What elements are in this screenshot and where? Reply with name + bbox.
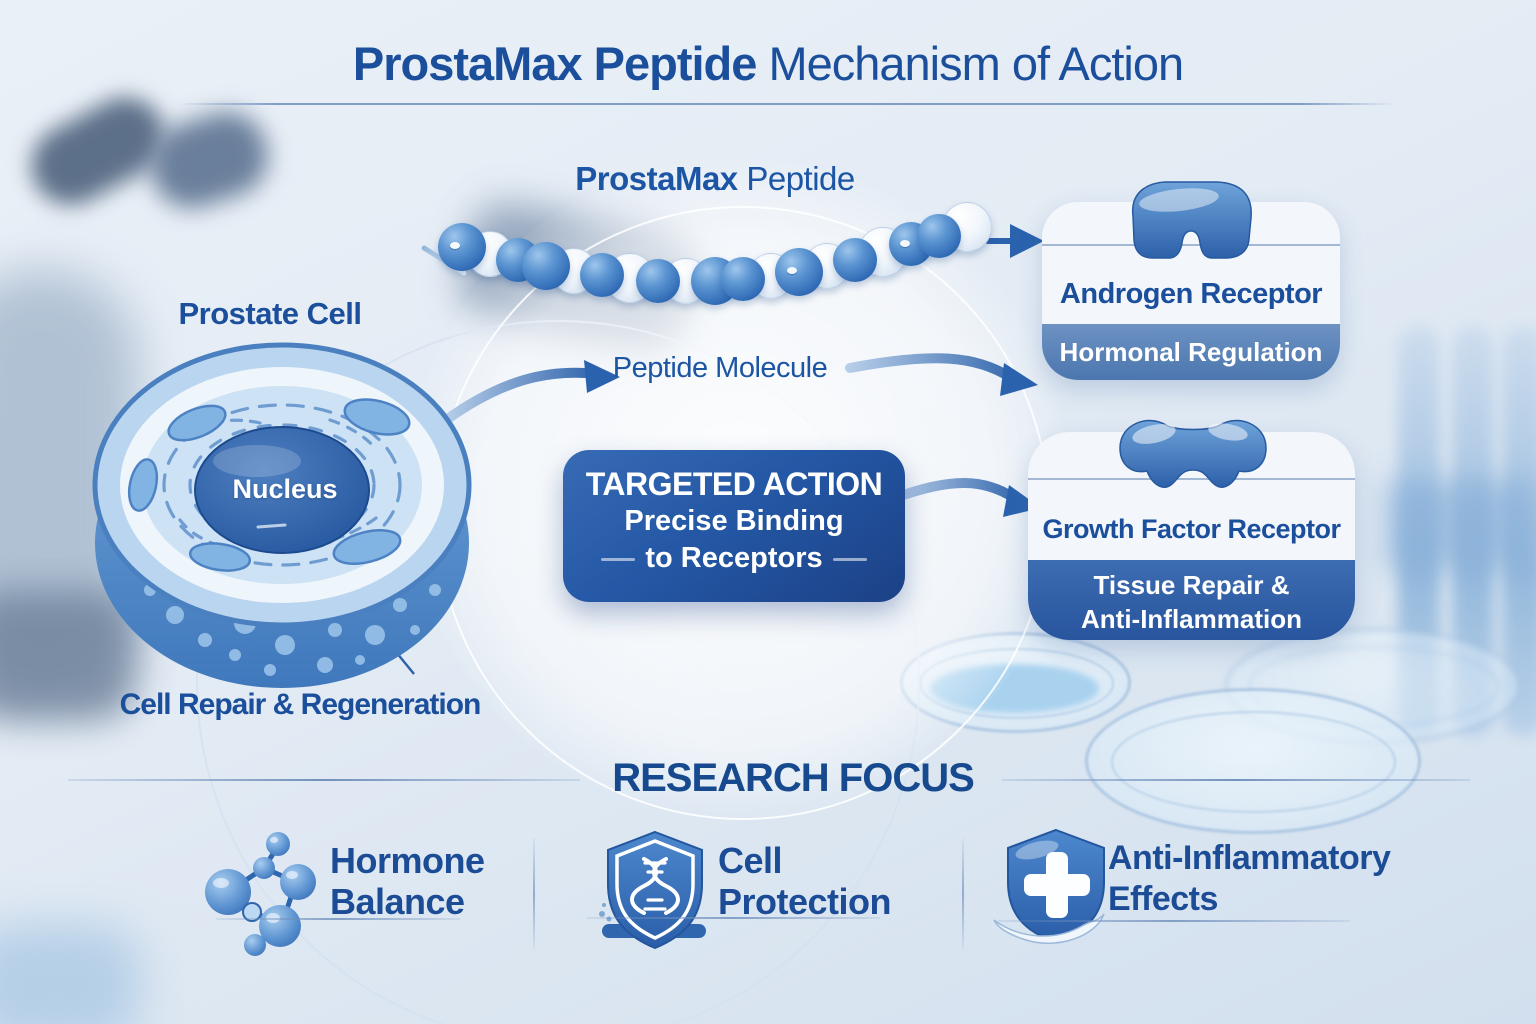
dash-decoration	[601, 557, 636, 561]
peptide-bead	[832, 237, 877, 282]
petri-dish	[1085, 688, 1421, 834]
page-title-rest: Mechanism of Action	[756, 37, 1184, 90]
peptide-chain-label: ProstaMax Peptide	[455, 160, 975, 198]
dash-decoration	[832, 557, 867, 561]
peptide-molecule-label: Peptide Molecule	[612, 352, 828, 384]
hormone-line2: Balance	[330, 881, 465, 922]
antiinflammatory-line2: Effects	[1108, 880, 1218, 918]
dna-helix	[630, 857, 680, 915]
growth-factor-receptor-title: Growth Factor Receptor	[1042, 514, 1341, 544]
peptide-chain-label-bold: ProstaMax	[575, 160, 738, 197]
prostate-cell-label: Prostate Cell	[178, 296, 362, 331]
research-item-anti-inflammatory: Anti-Inflammatory Effects	[1108, 838, 1391, 920]
swoosh	[993, 913, 1105, 944]
cell-repair-caption: Cell Repair & Regeneration	[119, 688, 482, 721]
peptide-bead	[636, 258, 681, 303]
vertical-divider	[533, 838, 535, 950]
androgen-receptor-card: Androgen Receptor Hormonal Regulation	[1042, 202, 1340, 380]
hormone-line1: Hormone	[330, 840, 485, 881]
research-focus-heading: RESEARCH FOCUS	[612, 756, 975, 800]
peptide-bead	[438, 223, 486, 271]
targeted-action-title: TARGETED ACTION	[585, 466, 883, 502]
protection-line2: Protection	[718, 881, 892, 922]
cell-nucleus	[194, 426, 370, 554]
peptide-chain-label-rest: Peptide	[737, 160, 855, 197]
targeted-action-line2: to Receptors	[645, 542, 823, 574]
medical-cross	[1024, 852, 1090, 918]
targeted-action-line1: Precise Binding	[624, 505, 844, 537]
organelles	[127, 398, 411, 572]
corner-blur	[0, 925, 140, 1024]
arrowhead	[1010, 224, 1044, 258]
peptide-bead	[916, 213, 961, 258]
research-focus-divider-right	[1002, 779, 1470, 781]
shield-dna-icon	[599, 830, 706, 950]
title-divider	[178, 103, 1396, 105]
androgen-receptor-effect: Hormonal Regulation	[1042, 324, 1340, 380]
targeted-action-line2-row: to Receptors	[563, 540, 905, 577]
growth-effect-line2: Anti-Inflammation	[1081, 604, 1302, 634]
microscope-base-blur	[0, 590, 136, 720]
test-tube-liquid-blur	[1386, 480, 1536, 570]
vertical-divider	[962, 838, 964, 950]
item-underline	[216, 918, 460, 920]
androgen-receptor-icon	[1132, 181, 1252, 259]
protection-line1: Cell	[718, 840, 783, 881]
targeted-action-box: TARGETED ACTION Precise Binding to Recep…	[563, 450, 905, 602]
androgen-receptor-title: Androgen Receptor	[1059, 278, 1323, 310]
shield-cross-icon	[993, 828, 1105, 944]
research-focus-divider-left	[68, 779, 580, 781]
bead-hole	[450, 242, 461, 250]
antiinflammatory-line1: Anti-Inflammatory	[1108, 839, 1391, 877]
card-divider-line	[1042, 244, 1340, 246]
prostate-cell-illustration	[92, 342, 472, 688]
peptide-bead	[522, 241, 571, 290]
peptide-bead	[774, 247, 823, 296]
bead-hole	[787, 266, 798, 274]
card-divider-line	[1028, 478, 1355, 480]
growth-effect-line1: Tissue Repair &	[1093, 570, 1290, 600]
molecule-icon	[205, 832, 316, 956]
peptide-bead	[580, 253, 625, 298]
bead-hole	[900, 239, 911, 247]
growth-factor-receptor-effect: Tissue Repair & Anti-Inflammation	[1028, 560, 1355, 640]
page-title: ProstaMax Peptide Mechanism of Action	[0, 36, 1536, 91]
page-title-bold: ProstaMax Peptide	[352, 37, 758, 90]
item-underline	[998, 920, 1350, 922]
research-item-hormone-balance: Hormone Balance	[330, 840, 485, 922]
peptide-bead	[720, 257, 765, 302]
growth-factor-receptor-icon	[1119, 419, 1267, 488]
item-underline	[586, 917, 880, 919]
research-item-cell-protection: Cell Protection	[718, 840, 892, 922]
peptide-chain	[438, 202, 1012, 325]
nucleus-label: Nucleus	[232, 474, 338, 504]
